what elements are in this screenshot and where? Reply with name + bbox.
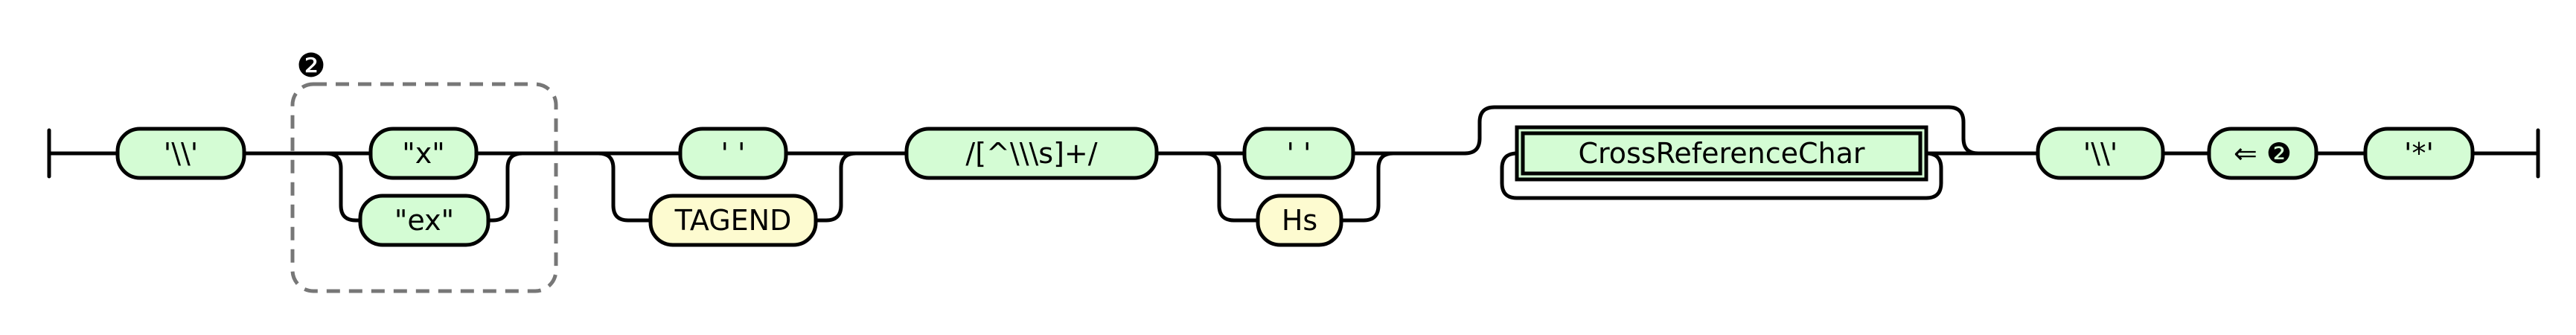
nonterminal-tagend: TAGEND [648, 194, 818, 247]
backreference-group-2: ⇐ ❷ [2207, 127, 2318, 180]
svg-text:"x": "x" [402, 137, 444, 170]
svg-text:' ': ' ' [721, 137, 746, 170]
group-box-2 [290, 82, 558, 293]
terminal-backslash-open: '\\' [115, 127, 246, 180]
svg-text:⇐ ❷: ⇐ ❷ [2234, 137, 2292, 170]
nonterminal-hs: Hs [1256, 194, 1343, 247]
svg-text:CrossReferenceChar: CrossReferenceChar [1578, 137, 1864, 170]
svg-text:TAGEND: TAGEND [674, 204, 792, 237]
svg-text:/[^\\\s]+/: /[^\\\s]+/ [965, 137, 1097, 170]
terminal-ex: "ex" [358, 194, 490, 247]
svg-text:'*': '*' [2404, 137, 2434, 170]
svg-text:'\\': '\\' [164, 137, 199, 170]
svg-text:' ': ' ' [1287, 137, 1311, 170]
terminal-star: '*' [2363, 127, 2475, 180]
svg-text:Hs: Hs [1282, 204, 1317, 237]
terminal-space-2: ' ' [1242, 127, 1355, 180]
terminal-x: "x" [368, 127, 479, 180]
svg-text:'\\': '\\' [2083, 137, 2118, 170]
terminal-backslash-close: '\\' [2036, 127, 2165, 180]
terminal-space-1: ' ' [678, 127, 788, 180]
svg-text:"ex": "ex" [394, 204, 454, 237]
nonterminal-cross-reference-char: CrossReferenceChar [1515, 125, 1928, 182]
group-marker-label: ❷ [296, 47, 325, 85]
terminal-regex: /[^\\\s]+/ [904, 127, 1159, 180]
